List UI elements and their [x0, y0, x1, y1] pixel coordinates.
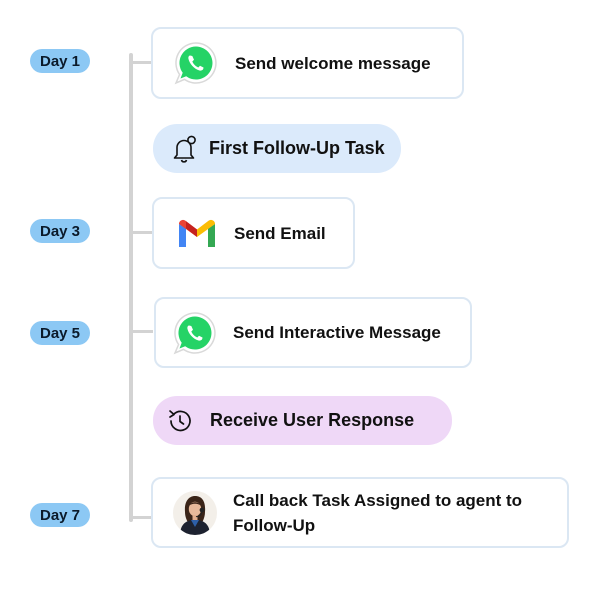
connector-day5 — [129, 330, 153, 333]
day-badge-3: Day 3 — [30, 219, 90, 243]
whatsapp-icon — [172, 310, 218, 356]
step-label: Call back Task Assigned to agent to Foll… — [233, 490, 523, 535]
whatsapp-icon — [173, 40, 219, 86]
step-send-interactive-message[interactable]: Send Interactive Message — [154, 297, 472, 368]
day-badge-1: Day 1 — [30, 49, 90, 73]
step-label: Send Email — [234, 223, 326, 243]
step-send-email[interactable]: Send Email — [152, 197, 355, 269]
timeline-line — [129, 53, 133, 522]
connector-day7 — [129, 516, 153, 519]
agent-avatar — [172, 490, 218, 536]
step-label: First Follow-Up Task — [209, 138, 385, 158]
day-badge-5: Day 5 — [30, 321, 90, 345]
step-receive-user-response[interactable]: Receive User Response — [153, 396, 452, 445]
step-label: Send welcome message — [235, 53, 431, 73]
step-call-back-task[interactable]: Call back Task Assigned to agent to Foll… — [151, 477, 569, 548]
history-icon — [165, 406, 195, 436]
bell-icon — [169, 134, 199, 164]
day-badge-7: Day 7 — [30, 503, 90, 527]
step-label: Send Interactive Message — [233, 323, 441, 342]
step-first-follow-up-task[interactable]: First Follow-Up Task — [153, 124, 401, 173]
step-send-welcome-message[interactable]: Send welcome message — [151, 27, 464, 99]
connector-day1 — [129, 61, 153, 64]
gmail-icon — [176, 216, 218, 250]
step-label: Receive User Response — [210, 410, 415, 430]
connector-day3 — [129, 231, 153, 234]
